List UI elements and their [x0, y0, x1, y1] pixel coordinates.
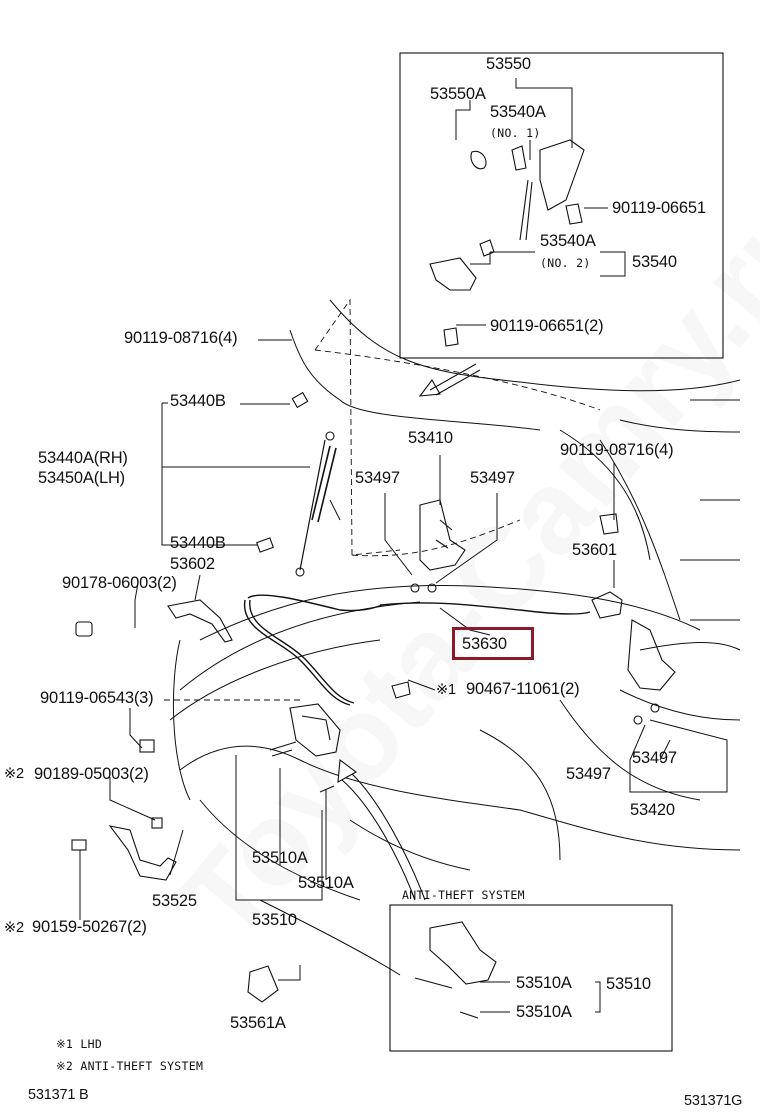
label-53525: 53525	[152, 892, 197, 910]
label-90189-mark: ※2	[4, 766, 24, 782]
label-90178-06003: 90178-06003(2)	[62, 574, 177, 592]
label-90189-05003: 90189-05003(2)	[34, 765, 149, 783]
note-lhd: ※1 LHD	[56, 1037, 103, 1051]
hood-lock-cable	[244, 594, 591, 706]
bumper-block	[591, 513, 623, 619]
label-53550a: 53550A	[430, 85, 486, 103]
label-53497-a: 53497	[355, 469, 400, 487]
clip	[391, 681, 411, 699]
hood-hinge-rh	[627, 619, 676, 725]
label-53497-d: 53497	[566, 765, 611, 783]
hood-prop-parts	[429, 139, 585, 347]
label-53497-b: 53497	[470, 469, 515, 487]
label-53561a: 53561A	[230, 1014, 286, 1032]
note-anti-theft: ※2 ANTI-THEFT SYSTEM	[56, 1059, 204, 1073]
inset-box-top	[399, 52, 724, 359]
bolt-small	[269, 741, 335, 793]
label-53440a: 53440A(RH)	[38, 449, 128, 467]
highlight-box	[452, 627, 534, 660]
label-53550: 53550	[486, 55, 531, 73]
anti-theft-inset-parts	[414, 921, 497, 1019]
hood-outline	[160, 298, 601, 701]
leader-lines	[79, 78, 728, 1013]
label-53510a-b: 53510A	[298, 874, 354, 892]
label-no2: (NO. 2)	[540, 256, 591, 270]
label-53510a-d: 53510A	[516, 1003, 572, 1021]
label-53440b-top: 53440B	[170, 392, 226, 410]
label-53540: 53540	[632, 253, 677, 271]
label-53510-right: 53510	[606, 975, 651, 993]
label-53440b-bottom: 53440B	[170, 534, 226, 552]
label-53630: 53630	[462, 635, 507, 653]
label-53450a: 53450A(LH)	[38, 469, 125, 487]
hood-lock-assy	[139, 703, 341, 829]
label-no1: (NO. 1)	[490, 126, 541, 140]
code-right: 531371G	[684, 1093, 743, 1109]
label-90119-08716-left: 90119-08716(4)	[124, 329, 238, 347]
code-left: 531371 B	[28, 1087, 89, 1103]
label-53540a-no2: 53540A	[540, 232, 596, 250]
label-53510a-a: 53510A	[252, 849, 308, 867]
label-53497-c: 53497	[632, 749, 677, 767]
label-anti-theft-system: ANTI-THEFT SYSTEM	[402, 888, 525, 902]
label-90159-50267: 90159-50267(2)	[32, 918, 147, 936]
inset-arrow-top	[418, 363, 481, 397]
inset-box-bottom	[389, 904, 673, 1052]
car-body-outline	[169, 299, 741, 976]
inset-arrow-bottom	[337, 758, 426, 901]
label-53602: 53602	[170, 555, 215, 573]
label-90119-06651-2: 90119-06651(2)	[490, 317, 604, 335]
label-90159-mark: ※2	[4, 920, 24, 936]
label-90119-08716-right: 90119-08716(4)	[560, 441, 674, 459]
anti-theft-switch	[71, 825, 177, 881]
label-53510a-c: 53510A	[516, 974, 572, 992]
hood-hinge	[410, 499, 466, 593]
release-lever	[75, 599, 233, 643]
label-90119-06543: 90119-06543(3)	[40, 689, 154, 707]
label-53420: 53420	[630, 801, 675, 819]
lock-cover	[247, 965, 279, 1003]
hood-support-strut	[256, 391, 337, 577]
label-90467-11061: 90467-11061(2)	[466, 680, 580, 698]
label-90119-06651: 90119-06651	[612, 199, 706, 217]
label-53410: 53410	[408, 429, 453, 447]
label-53510: 53510	[252, 911, 297, 929]
label-90467-mark: ※1	[436, 682, 456, 698]
label-53540a-no1: 53540A	[490, 103, 546, 121]
label-53601: 53601	[572, 541, 617, 559]
